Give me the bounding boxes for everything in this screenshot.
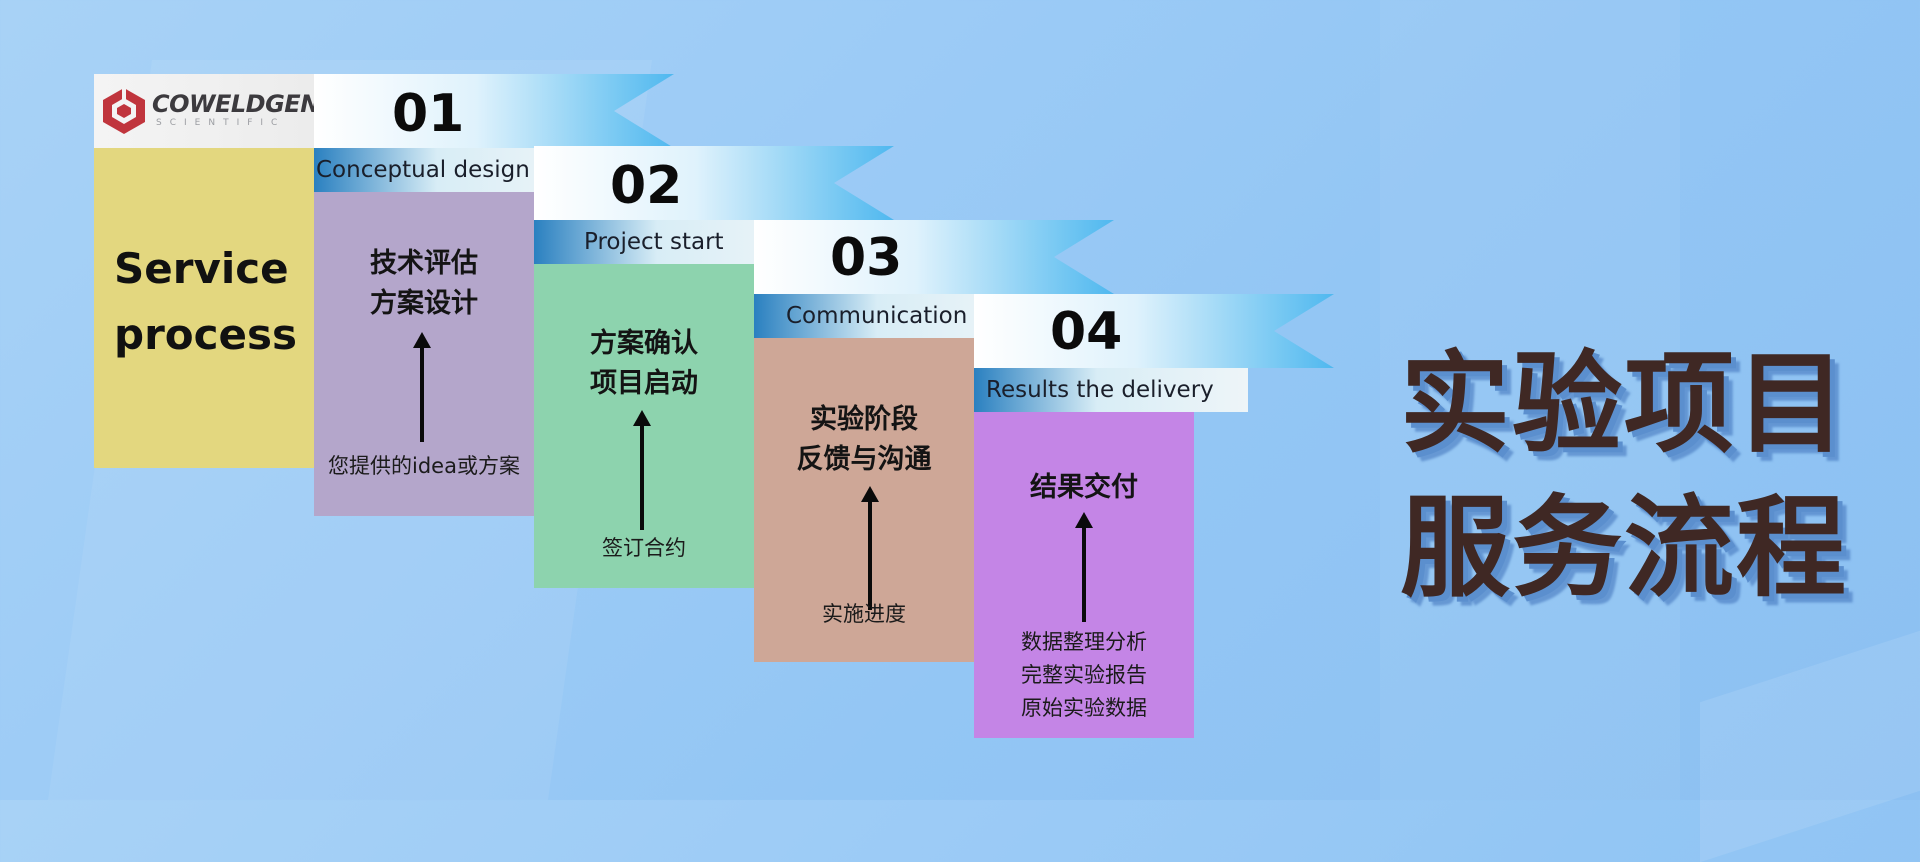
hexagon-logo-icon — [103, 88, 145, 134]
step-ribbon — [974, 294, 1334, 368]
logo: COWELDGEN SCIENTIFIC — [94, 74, 320, 148]
step-card: 方案确认 项目启动 签订合约 — [534, 220, 754, 588]
step-note: 您提供的idea或方案 — [328, 454, 520, 478]
step-note: 签订合约 — [602, 536, 686, 560]
step-label: Results the delivery — [974, 368, 1248, 412]
step-ribbon — [534, 146, 894, 220]
page-heading: 实验项目 服务流程 — [1400, 339, 1848, 612]
step-ribbon — [314, 74, 674, 148]
logo-wordmark: COWELDGEN — [152, 90, 320, 118]
step-note: 数据整理分析 完整实验报告 原始实验数据 — [1021, 630, 1147, 720]
arrow-up-icon — [413, 332, 431, 442]
step-number: 01 — [392, 84, 465, 144]
step-title: 方案确认 项目启动 — [590, 328, 698, 399]
arrow-up-icon — [861, 486, 879, 610]
step-note: 实施进度 — [822, 602, 906, 626]
step-title: 实验阶段 反馈与沟通 — [796, 404, 932, 475]
step-card: 结果交付 数据整理分析 完整实验报告 原始实验数据 — [974, 368, 1194, 738]
arrow-up-icon — [1075, 512, 1093, 622]
logo-subtitle: SCIENTIFIC — [156, 118, 286, 128]
step-label-text: Results the delivery — [986, 377, 1214, 403]
step-label-text: Project start — [584, 229, 724, 255]
step-title: 结果交付 — [1030, 472, 1138, 503]
background-panel — [1700, 617, 1920, 862]
step-number: 04 — [1050, 302, 1123, 362]
step-title: 技术评估 方案设计 — [370, 248, 478, 319]
step-label-text: Communication — [786, 303, 968, 329]
intro-card: Service process — [94, 148, 314, 468]
step-card: 实验阶段 反馈与沟通 实施进度 — [754, 294, 974, 662]
step-label-text: Conceptual design — [316, 157, 530, 183]
step-number: 02 — [610, 156, 683, 216]
arrow-up-icon — [633, 410, 651, 530]
step-card: 技术评估 方案设计 您提供的idea或方案 — [314, 148, 534, 516]
step-ribbon — [754, 220, 1114, 294]
intro-title: Service process — [114, 244, 298, 359]
step-number: 03 — [830, 228, 903, 288]
